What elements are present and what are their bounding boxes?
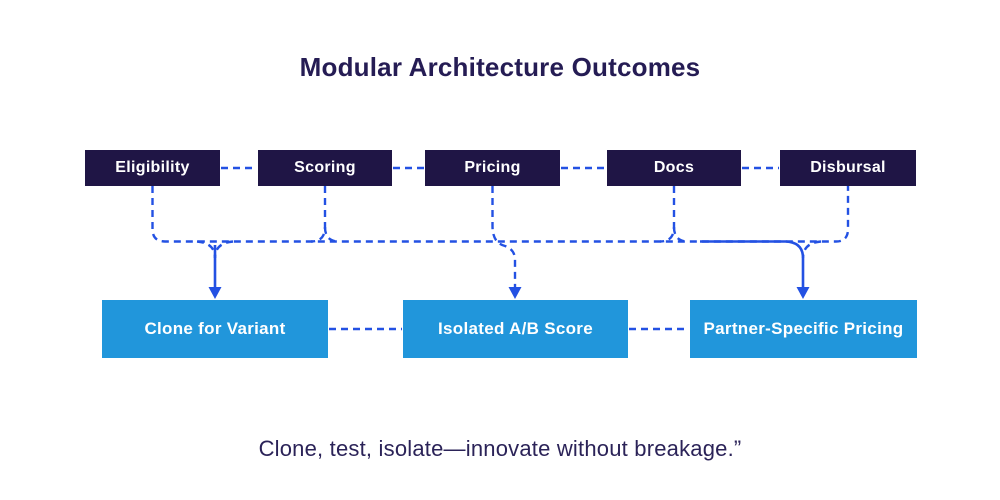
module-box-scoring: Scoring <box>258 150 392 186</box>
outcome-label: Partner-Specific Pricing <box>703 319 904 338</box>
module-box-docs: Docs <box>607 150 741 186</box>
diagram-caption: Clone, test, isolate—innovate without br… <box>258 436 742 461</box>
outcome-box-clone-for-variant: Clone for Variant <box>102 300 328 358</box>
outcome-label: Isolated A/B Score <box>438 319 593 338</box>
edge-shoulder-left-1 <box>196 240 217 259</box>
module-label: Scoring <box>294 159 356 176</box>
outcome-box-partner-specific-pricing: Partner-Specific Pricing <box>690 300 917 358</box>
arrowhead-partner <box>796 287 810 299</box>
arrow-lead-partner <box>700 240 805 288</box>
module-label: Disbursal <box>810 159 886 176</box>
edge-shoulder-right-3 <box>801 240 822 259</box>
arrowhead-clone <box>208 287 222 299</box>
module-label: Eligibility <box>115 159 190 176</box>
module-label: Pricing <box>464 159 521 176</box>
edge-scoring-drop <box>310 186 327 243</box>
edge-rail-frame <box>151 186 850 243</box>
diagram-title: Modular Architecture Outcomes <box>299 52 701 82</box>
edge-pricing-to-isolated <box>491 186 517 287</box>
edge-shoulder-right-1 <box>213 240 234 259</box>
edge-docs-drop <box>659 186 676 243</box>
module-box-pricing: Pricing <box>425 150 560 186</box>
edge-scoring-drop-foot <box>323 226 340 243</box>
outcome-box-isolated-ab-score: Isolated A/B Score <box>403 300 628 358</box>
arrowhead-isolated <box>508 287 522 299</box>
outcome-label: Clone for Variant <box>144 319 286 338</box>
module-label: Docs <box>653 159 695 176</box>
module-box-disbursal: Disbursal <box>780 150 916 186</box>
edge-docs-drop-foot <box>672 226 689 243</box>
module-box-eligibility: Eligibility <box>85 150 220 186</box>
